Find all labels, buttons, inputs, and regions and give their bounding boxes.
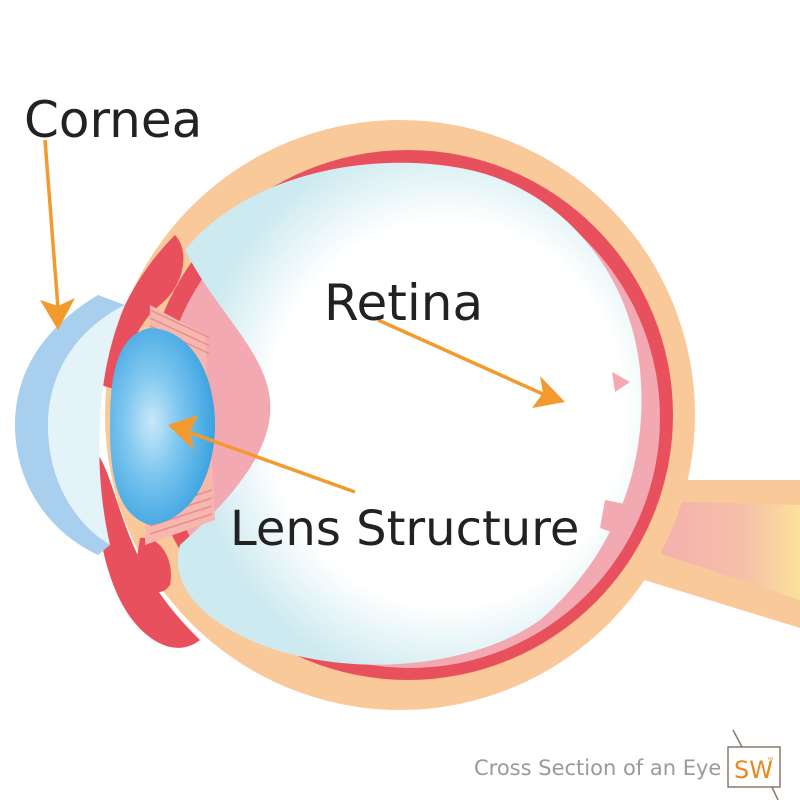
retina-notch [612, 372, 630, 392]
lens-arrow [168, 415, 356, 494]
logo-trademark: ™ [766, 757, 775, 767]
cornea-label: Cornea [24, 91, 202, 149]
retina-arrow [377, 318, 565, 408]
optic-disc [600, 500, 630, 535]
sw-logo: SW ™ [727, 729, 781, 800]
lens-shape [110, 328, 215, 525]
lens-structure-label: Lens Structure [230, 501, 579, 557]
cornea-arrow [40, 139, 75, 330]
cornea-shape [15, 295, 125, 555]
caption-text: Cross Section of an Eye [474, 756, 721, 780]
logo-text: SW [734, 756, 773, 784]
retina-label: Retina [324, 274, 483, 332]
vitreous-body [177, 162, 642, 665]
iris-ciliary-body [96, 235, 200, 648]
